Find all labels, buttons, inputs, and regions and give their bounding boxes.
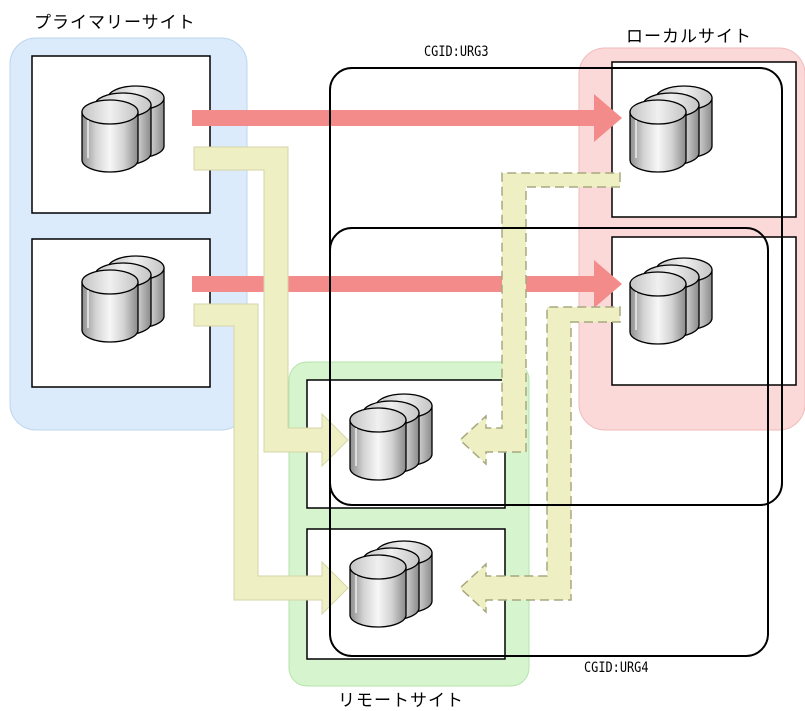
remote-site-label: リモートサイト <box>338 691 464 711</box>
primary-site-label: プライマリーサイト <box>34 13 196 33</box>
consistency-group-urg3-label: CGID:URG3 <box>424 44 489 60</box>
standby-arrow-local1-remote1 <box>458 172 621 466</box>
standby-arrow-local2-remote2 <box>458 306 621 614</box>
sync-arrow-2 <box>192 260 622 308</box>
local-site-label: ローカルサイト <box>626 27 752 47</box>
consistency-group-urg4 <box>329 227 769 657</box>
async-arrow-primary1-remote1 <box>193 146 349 468</box>
consistency-group-urg4-label: CGID:URG4 <box>584 660 649 676</box>
sync-arrow-1 <box>192 94 622 142</box>
async-arrow-primary2-remote2 <box>193 303 349 616</box>
